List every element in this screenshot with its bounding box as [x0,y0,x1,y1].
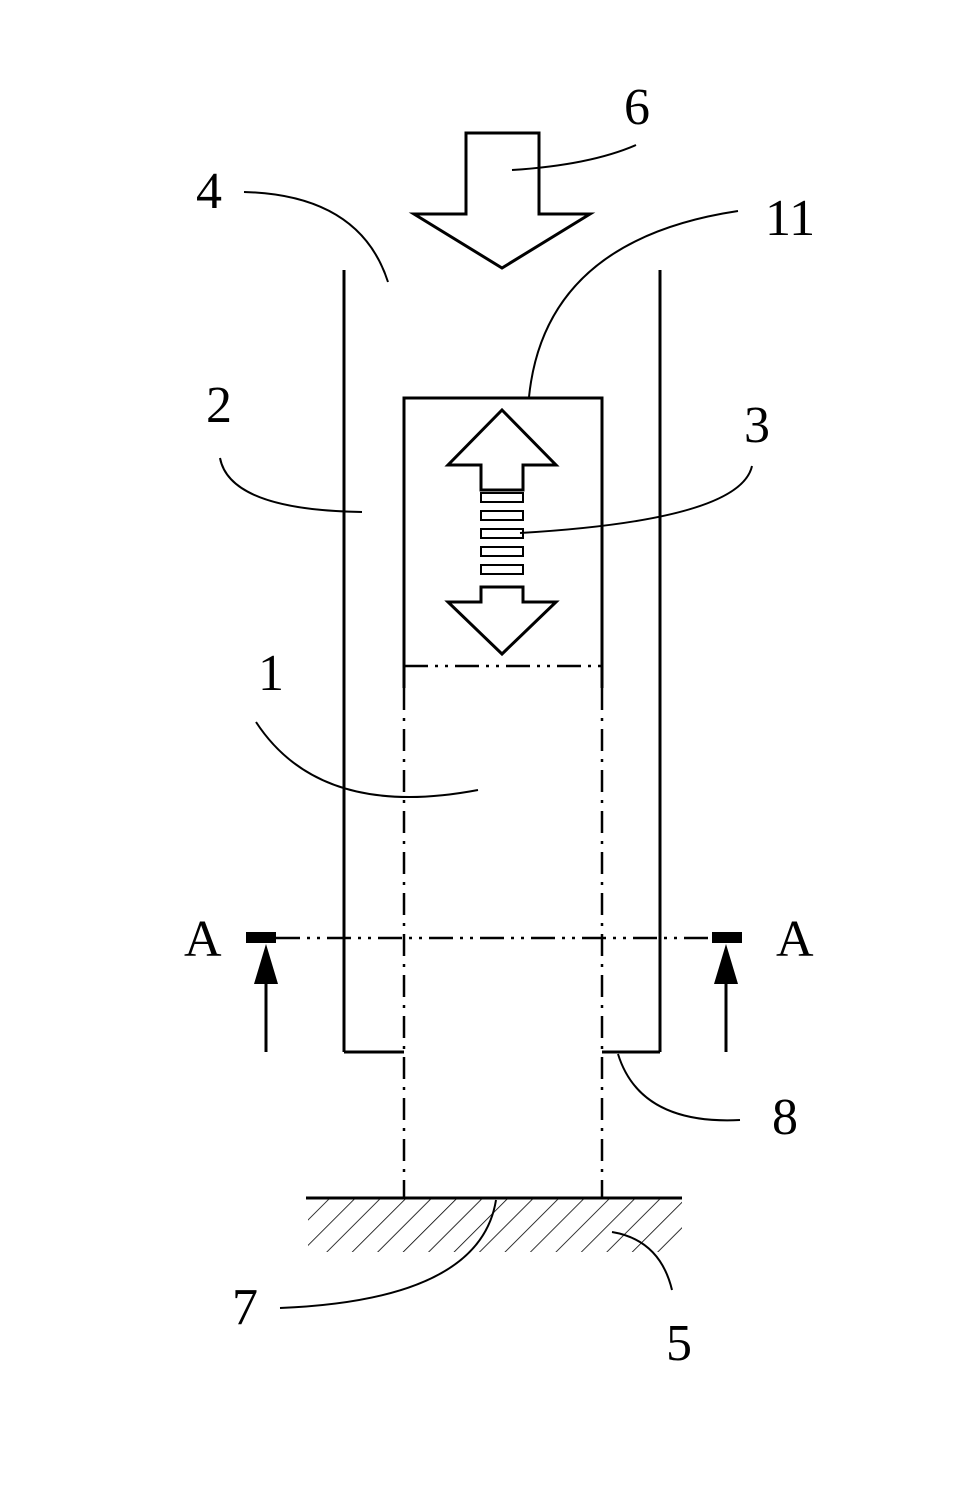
force-arrow-icon [414,133,590,268]
label-2: 2 [206,377,232,434]
inner-element [404,398,602,1198]
label-section-right: A [776,911,814,968]
leader-lines [220,145,752,1308]
label-11: 11 [765,190,815,247]
leader-4 [244,192,388,282]
section-arrow-right-icon [714,944,738,984]
section-arrow-left-icon [254,944,278,984]
outer-tube [344,270,660,1052]
label-6: 6 [624,79,650,136]
label-1: 1 [258,645,284,702]
label-8: 8 [772,1089,798,1146]
leader-2 [220,458,362,512]
leader-3 [520,466,752,533]
label-7: 7 [232,1279,258,1336]
reference-labels: 6 4 11 2 3 1 A A 8 7 5 [184,79,815,1372]
label-5: 5 [666,1315,692,1372]
spring-segment [481,565,523,574]
section-a-a [246,932,742,1052]
label-4: 4 [196,163,222,220]
section-marker-left [246,932,276,943]
up-arrow-icon [448,410,556,490]
section-marker-right [712,932,742,943]
spring-segment [481,511,523,520]
spring-segment [481,493,523,502]
label-3: 3 [744,397,770,454]
spring-segment [481,547,523,556]
spring-segment [481,529,523,538]
leader-1 [256,722,478,797]
leader-8 [618,1054,740,1120]
leader-11 [529,211,738,397]
down-arrow-icon [448,587,556,654]
label-section-left: A [184,911,222,968]
